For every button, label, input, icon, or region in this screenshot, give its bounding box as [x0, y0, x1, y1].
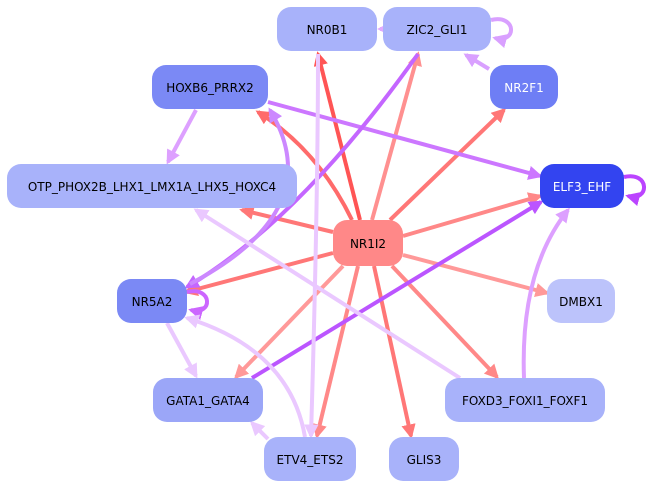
edge-nr1i2-to-etv4-ets2: [312, 265, 360, 439]
edge-etv4-ets2-to-gata1-gata4: [249, 420, 270, 441]
node-label: HOXB6_PRRX2: [166, 81, 254, 95]
node-nr1i2[interactable]: NR1I2: [333, 220, 403, 266]
node-elf3-ehf[interactable]: ELF3_EHF: [540, 164, 624, 208]
edge-foxd3-foxi1-foxf1-to-otp-phox2b: [193, 208, 462, 380]
node-label: ETV4_ETS2: [277, 453, 344, 467]
node-label: NR1I2: [350, 237, 386, 251]
edge-nr1i2-to-gata1-gata4: [234, 264, 345, 380]
node-foxd3-foxi1-foxf1[interactable]: FOXD3_FOXI1_FOXF1: [445, 378, 605, 422]
edge-nr1i2-to-nr0b1: [313, 51, 362, 221]
node-box[interactable]: [152, 65, 268, 109]
edge-nr1i2-to-glis3: [372, 265, 416, 439]
node-box[interactable]: [333, 220, 403, 266]
node-label: GLIS3: [407, 453, 442, 467]
edge-zic2-gli1-to-zic2-gli1: [490, 17, 513, 48]
node-label: ZIC2_GLI1: [407, 23, 468, 37]
node-box[interactable]: [547, 279, 615, 323]
node-box[interactable]: [264, 437, 356, 481]
node-zic2-gli1[interactable]: ZIC2_GLI1: [383, 7, 491, 51]
edge-nr0b1-to-etv4-ets2: [304, 53, 320, 439]
node-label: NR2F1: [504, 81, 544, 95]
node-box[interactable]: [117, 279, 187, 323]
node-nr5a2[interactable]: NR5A2: [117, 279, 187, 323]
node-box[interactable]: [277, 7, 377, 51]
edge-nr5a2-to-gata1-gata4: [165, 322, 198, 379]
edges-layer: [165, 17, 646, 441]
node-nr0b1[interactable]: NR0B1: [277, 7, 377, 51]
edge-nr2f1-to-zic2-gli1: [463, 53, 491, 71]
edge-nr1i2-to-otp-phox2b: [239, 205, 334, 234]
node-label: FOXD3_FOXI1_FOXF1: [462, 394, 588, 408]
node-hoxb6-prrx2[interactable]: HOXB6_PRRX2: [152, 65, 268, 109]
edge-nr1i2-to-foxd3-foxi1-foxf1: [390, 264, 499, 380]
node-dmbx1[interactable]: DMBX1: [547, 279, 615, 323]
node-box[interactable]: [153, 378, 263, 422]
node-box[interactable]: [445, 378, 605, 422]
node-etv4-ets2[interactable]: ETV4_ETS2: [264, 437, 356, 481]
edge-hoxb6-prrx2-to-elf3-ehf: [267, 100, 543, 180]
edge-nr1i2-to-dmbx1: [402, 253, 550, 298]
edge-hoxb6-prrx2-to-otp-phox2b: [166, 109, 198, 165]
edge-gata1-gata4-to-elf3-ehf: [250, 200, 544, 380]
node-box[interactable]: [7, 164, 297, 208]
edge-elf3-ehf-to-elf3-ehf: [623, 174, 646, 206]
edge-etv4-ets2-to-nr5a2: [184, 314, 307, 438]
node-box[interactable]: [540, 164, 624, 208]
node-glis3[interactable]: GLIS3: [389, 437, 459, 481]
node-label: ELF3_EHF: [553, 180, 611, 194]
node-nr2f1[interactable]: NR2F1: [490, 65, 558, 109]
node-otp-phox2b[interactable]: OTP_PHOX2B_LHX1_LMX1A_LHX5_HOXC4: [7, 164, 297, 208]
edge-nr1i2-to-elf3-ehf: [402, 192, 543, 238]
edge-foxd3-foxi1-foxf1-to-elf3-ehf: [521, 207, 570, 379]
edge-nr1i2-to-nr2f1: [388, 108, 507, 222]
node-box[interactable]: [490, 65, 558, 109]
edge-nr5a2-to-nr5a2: [186, 289, 209, 320]
node-label: DMBX1: [559, 295, 603, 309]
node-label: NR0B1: [307, 23, 348, 37]
node-gata1-gata4[interactable]: GATA1_GATA4: [153, 378, 263, 422]
node-label: GATA1_GATA4: [166, 394, 250, 408]
node-label: NR5A2: [132, 295, 173, 309]
node-label: OTP_PHOX2B_LHX1_LMX1A_LHX5_HOXC4: [28, 180, 276, 194]
edge-nr1i2-to-nr5a2: [183, 251, 334, 297]
node-box[interactable]: [389, 437, 459, 481]
node-box[interactable]: [383, 7, 491, 51]
